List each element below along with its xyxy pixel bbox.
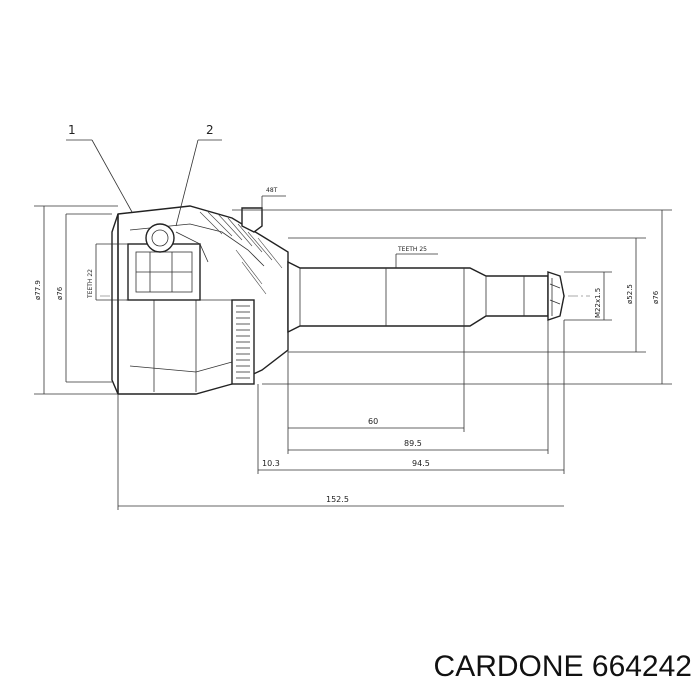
product-caption: CARDONE 664242 [434,650,692,683]
dim-60: 60 [368,417,378,426]
left-diameter-dims [34,205,128,395]
stub-shaft [287,260,565,334]
housing-hatching [199,211,283,295]
abs-marker-tab [241,195,286,233]
shaft-teeth-label: TEETH 25 [397,246,427,253]
abs-teeth-label: 48T [266,187,278,194]
callout-2: 2 [206,123,214,137]
dim-152-5: 152.5 [326,495,349,504]
dim-94-5: 94.5 [412,459,430,468]
dim-89-5: 89.5 [404,439,422,448]
right-diameter-dims [232,209,672,385]
dim-d525: ø52.5 [626,284,634,304]
inner-teeth-label: TEETH 22 [87,269,94,299]
dim-d76-right: ø76 [652,290,660,304]
callout-1: 1 [68,123,76,137]
dim-d779: ø77.9 [34,280,42,300]
dim-d76-left: ø76 [56,286,64,300]
length-dims [117,320,565,510]
abs-ring [231,299,255,385]
inner-race [127,223,209,301]
dim-10-3: 10.3 [262,459,280,468]
dim-thread: M22x1.5 [594,288,602,318]
